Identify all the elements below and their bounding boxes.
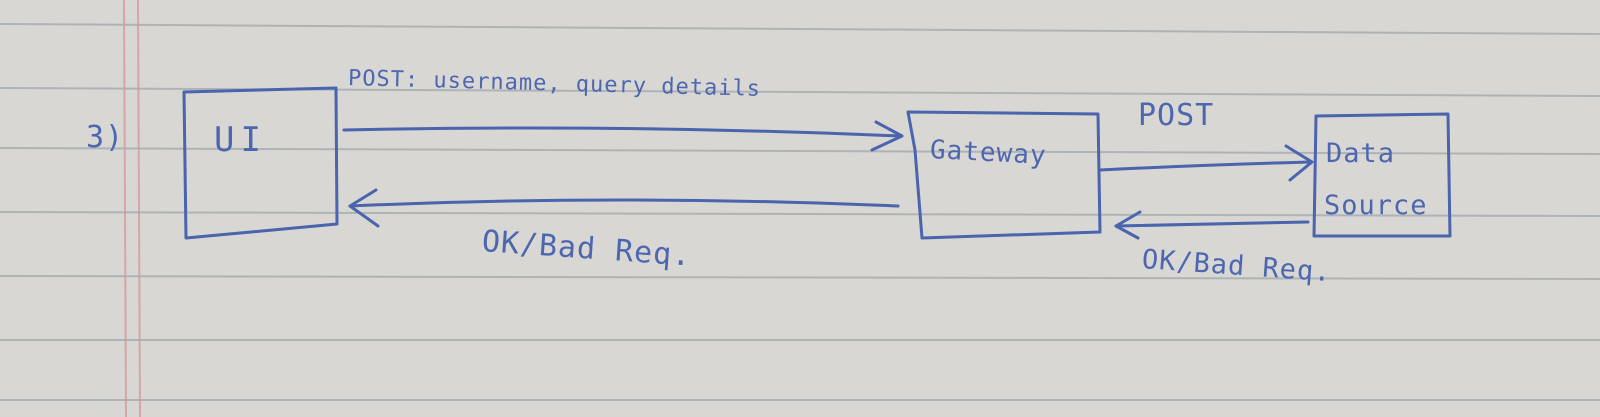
arrow-source-to-gateway — [1114, 220, 1310, 228]
edge-label-gateway-to-source: POST — [1138, 98, 1215, 133]
data-source-label-line1: Data — [1326, 138, 1396, 169]
arrowhead-source-to-gateway — [1114, 210, 1142, 240]
data-source-box — [1312, 112, 1452, 238]
margin-lines — [123, 0, 141, 417]
ui-label: UI — [214, 120, 267, 160]
arrowhead-gateway-to-source — [1284, 144, 1314, 182]
arrow-gateway-to-source — [1098, 160, 1312, 172]
step-label: 3) — [86, 120, 125, 155]
arrowhead-ui-to-gateway — [870, 120, 904, 152]
arrowhead-gateway-to-ui — [348, 188, 380, 228]
gateway-label: Gateway — [929, 134, 1048, 172]
arrow-gateway-to-ui — [348, 198, 900, 208]
ui-box — [182, 86, 339, 240]
arrow-ui-to-gateway — [342, 126, 902, 138]
data-source-label-line2: Source — [1324, 190, 1428, 221]
gateway-box — [906, 110, 1102, 240]
